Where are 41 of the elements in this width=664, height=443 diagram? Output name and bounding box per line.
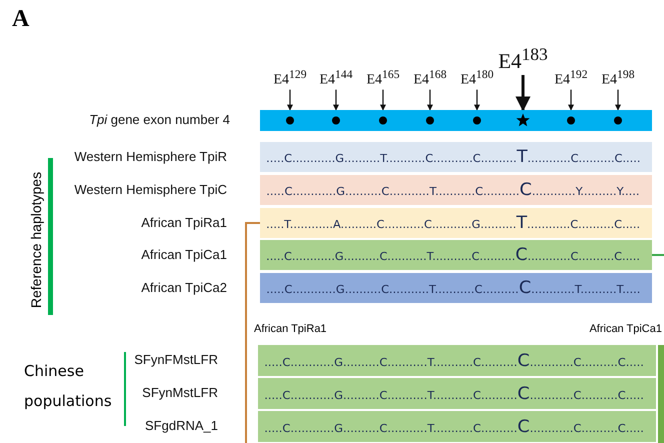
arrow (380, 90, 386, 111)
panel-letter: A (12, 6, 30, 33)
row-label: Western Hemisphere TpiR (74, 149, 227, 164)
connector-line (652, 254, 664, 256)
position-label: E4$^{192}$ (554, 68, 588, 89)
connector-line (245, 222, 260, 443)
row-label: SFynMstLFR (142, 385, 218, 400)
arrow (568, 90, 574, 111)
sequence-row: .....C............G..........C...........T...........C..........C............Y..........Y..... (260, 175, 652, 205)
track-label: African TpiRa1 (254, 323, 327, 335)
row-label: Tpi gene exon number 4 (89, 112, 230, 127)
position-label: E4$^{165}$ (366, 68, 400, 89)
row-label: SFgdRNA_1 (145, 418, 218, 433)
row-label: African TpiCa1 (141, 247, 227, 262)
position-label: E4$^{180}$ (460, 68, 494, 89)
position-label: E4$^{168}$ (413, 68, 447, 89)
arrow (287, 90, 293, 111)
position-label: E4$^{183}$ (498, 44, 548, 74)
sequence-row: .....C............G..........C...........T...........C..........C............C..........C..... (260, 240, 652, 270)
arrow (516, 75, 530, 112)
position-label: E4$^{129}$ (273, 68, 307, 89)
row-label: SFynFMstLFR (134, 352, 218, 367)
arrow (615, 90, 621, 111)
sequence-row: .....C............G..........T...........C...........C..........T............C..........C..... (260, 142, 652, 172)
position-label: E4$^{144}$ (319, 68, 353, 89)
sequence-row: .....C............G..........C...........T...........C..........C............C..........C..... (258, 411, 656, 442)
arrow (427, 90, 433, 111)
sequence-row: .....C............G..........C...........T...........C..........C............C..........C..... (258, 345, 656, 376)
row-label: Western Hemisphere TpiC (74, 182, 227, 197)
track-label: African TpiCa1 (589, 323, 662, 335)
arrow (474, 90, 480, 111)
arrow (333, 90, 339, 111)
sequence-row: .....C............G..........C...........T...........C..........C............C..........C..... (258, 378, 656, 409)
row-label: African TpiRa1 (141, 215, 227, 230)
row-label: African TpiCa2 (141, 280, 227, 295)
position-label: E4$^{198}$ (601, 68, 635, 89)
sequence-row: .....C............G..........C...........T...........C..........C............T..........T..... (260, 273, 652, 303)
group-label: Chinese populations (24, 361, 113, 412)
sequence-row: .....T............A..........C...........C...........G..........T............C..........C..... (260, 208, 652, 238)
group-label: Reference haplotypes (28, 172, 44, 308)
exon-bar (260, 110, 652, 131)
